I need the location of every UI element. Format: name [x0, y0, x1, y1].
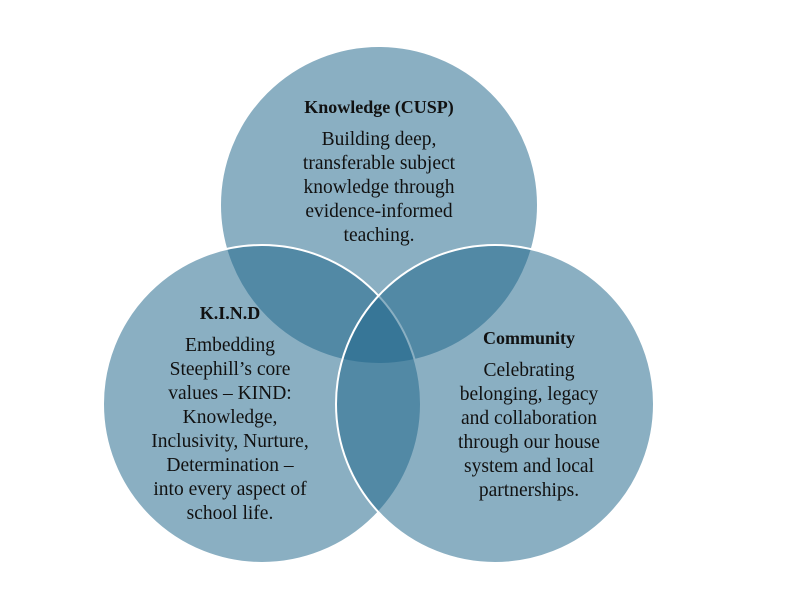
text-line: teaching. [343, 225, 415, 246]
text-line: Inclusivity, Nurture, [151, 431, 309, 452]
community-text: Community Celebrating belonging, legacy … [429, 327, 629, 503]
text-line: partnerships. [478, 480, 580, 501]
circle-community [335, 244, 655, 564]
text-line: and collaboration [461, 408, 597, 429]
text-line: values – KIND: [168, 383, 292, 404]
text-line: Celebrating [483, 360, 575, 381]
community-title: Community [482, 328, 575, 348]
kind-body: Embedding Steephill’s core values – KIND… [130, 334, 330, 526]
community-body: Celebrating belonging, legacy and collab… [429, 359, 629, 503]
knowledge-body: Building deep, transferable subject know… [279, 128, 479, 248]
text-line: Determination – [166, 455, 294, 476]
text-line: school life. [186, 503, 274, 524]
text-line: into every aspect of [153, 479, 307, 500]
text-line: system and local [464, 456, 594, 477]
knowledge-text: Knowledge (CUSP) Building deep, transfer… [279, 96, 479, 248]
text-line: through our house [458, 432, 600, 453]
text-line: belonging, legacy [459, 384, 599, 405]
text-line: transferable subject [302, 153, 456, 174]
text-line: Knowledge, [182, 407, 278, 428]
text-line: Embedding [185, 335, 275, 356]
text-line: knowledge through [303, 177, 455, 198]
text-line: Building deep, [321, 129, 437, 150]
kind-text: K.I.N.D Embedding Steephill’s core value… [130, 302, 330, 526]
knowledge-title: Knowledge (CUSP) [304, 97, 454, 117]
text-line: evidence-informed [305, 201, 453, 222]
text-line: Steephill’s core [169, 359, 291, 380]
kind-title: K.I.N.D [199, 303, 261, 323]
